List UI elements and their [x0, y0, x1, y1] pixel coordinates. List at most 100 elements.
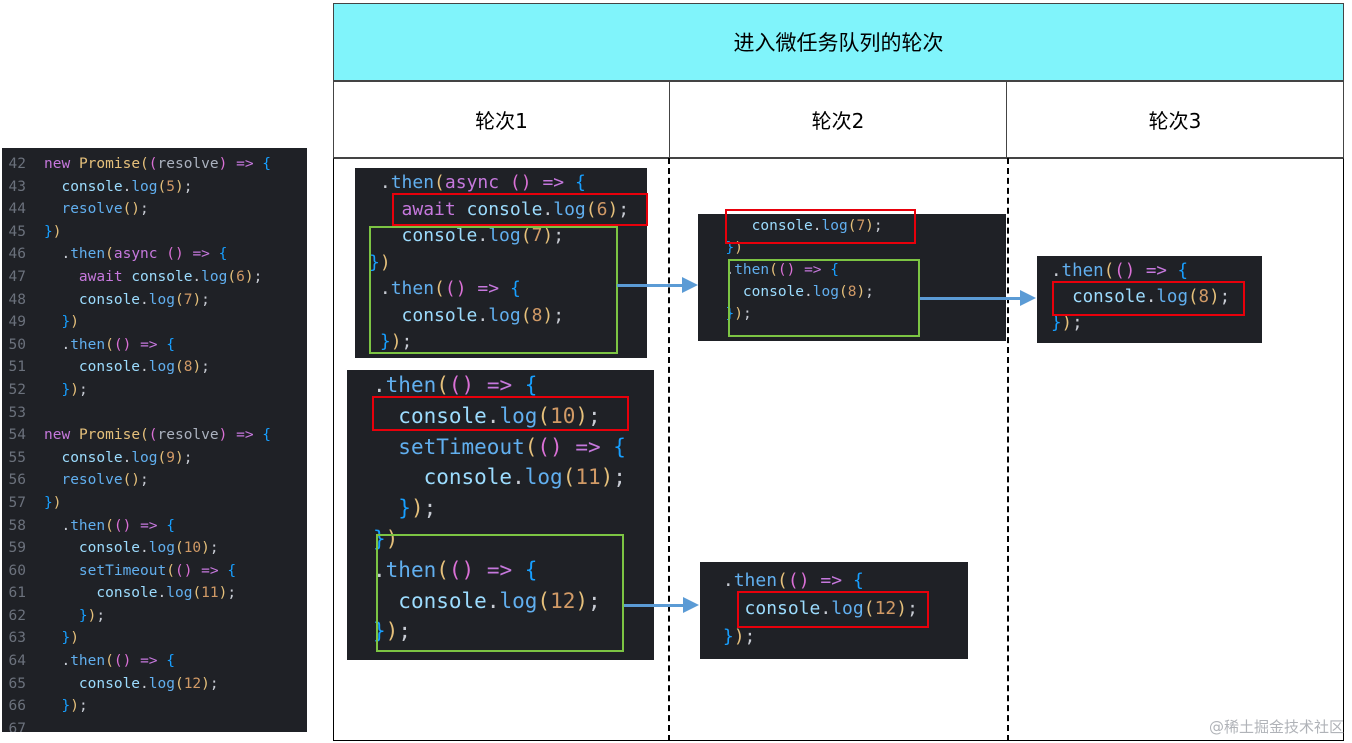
table-title-text: 进入微任务队列的轮次	[733, 31, 944, 55]
code-text: console.log(11);	[96, 585, 237, 602]
line-number: 49	[8, 314, 26, 331]
code-line: 43 console.log(5);	[2, 176, 307, 199]
round1-then-log12-group	[376, 534, 624, 652]
code-line: 48 console.log(7);	[2, 289, 307, 312]
code-line: .then(async () => {	[369, 172, 586, 193]
code-line: 66 });	[2, 695, 307, 718]
code-line: 61 console.log(11);	[2, 582, 307, 605]
code-text: console.log(5);	[61, 178, 193, 195]
code-line: 63 })	[2, 627, 307, 650]
round2-then-log8-group	[728, 259, 920, 337]
round1-snippet-a: .then(async () => { await console.log(6)…	[355, 168, 647, 358]
code-text: setTimeout(() => {	[78, 562, 237, 579]
code-line: 67	[2, 718, 307, 732]
round2-snippet-b: .then(() => { console.log(12); });	[700, 562, 968, 659]
code-text: console.log(9);	[61, 449, 193, 466]
code-line: .then(() => {	[369, 278, 521, 299]
code-line: 54 new Promise((resolve) => {	[2, 424, 307, 447]
line-number: 59	[8, 540, 26, 557]
code-text: .then(() => {	[44, 517, 175, 534]
code-line: console.log(10);	[398, 403, 601, 428]
round3-snippet: .then(() => { console.log(8);});	[1037, 256, 1262, 343]
code-line: 51 console.log(8);	[2, 356, 307, 379]
code-line: 60 setTimeout(() => {	[2, 560, 307, 583]
round2-log12-highlight	[737, 591, 929, 628]
code-line: 44 resolve();	[2, 198, 307, 221]
code-text: });	[78, 607, 106, 624]
code-text: .then(() => {	[44, 653, 175, 670]
code-text: console.log(12);	[78, 675, 219, 692]
code-text	[44, 721, 53, 732]
column-header-round2: 轮次2	[669, 81, 1007, 158]
code-text: })	[61, 314, 79, 331]
column-header-round1: 轮次1	[333, 81, 670, 158]
line-number: 65	[8, 675, 26, 692]
code-line: 46 .then(async () => {	[2, 243, 307, 266]
watermark: @稀土掘金技术社区	[1208, 718, 1344, 736]
line-number: 43	[8, 178, 26, 195]
arrow-round2-to-round3	[920, 290, 1036, 306]
code-line: });	[1051, 313, 1083, 333]
code-line: console.log(8);	[742, 284, 874, 300]
code-line: await console.log(6);	[401, 198, 630, 220]
round3-log8-highlight	[1052, 281, 1245, 316]
code-line: 55 console.log(9);	[2, 447, 307, 470]
code-line: 47 await console.log(6);	[2, 266, 307, 289]
line-number: 53	[8, 404, 26, 421]
line-number: 63	[8, 630, 26, 647]
code-line: })	[369, 251, 391, 273]
code-line: 58 .then(() => {	[2, 515, 307, 538]
code-line: console.log(12);	[398, 588, 601, 613]
code-text	[44, 405, 53, 421]
line-number: 47	[8, 268, 26, 285]
code-line: 53	[2, 402, 307, 425]
code-text: await console.log(6);	[78, 268, 263, 285]
arrow-round1-to-round2-bottom	[624, 597, 699, 613]
column-divider-1	[668, 158, 670, 741]
round1-snippet-b: .then(() => { console.log(10); setTimeou…	[347, 370, 654, 660]
line-number: 42	[8, 156, 26, 172]
line-number: 64	[8, 653, 26, 670]
code-line: .then(() => {	[373, 373, 538, 397]
line-number: 57	[8, 494, 26, 511]
line-number: 61	[8, 585, 26, 602]
line-number: 62	[8, 607, 26, 624]
table-title: 进入微任务队列的轮次	[333, 3, 1344, 81]
round1-await-log6-highlight	[392, 193, 648, 226]
line-number: 51	[8, 359, 26, 376]
code-line: console.log(12);	[744, 598, 918, 619]
code-line: 56 resolve();	[2, 469, 307, 492]
code-line: 49 })	[2, 311, 307, 334]
code-text: });	[61, 698, 88, 715]
line-number: 54	[8, 427, 26, 444]
line-number: 45	[8, 223, 26, 240]
line-number: 48	[8, 291, 26, 308]
code-line: 62 });	[2, 605, 307, 628]
line-number: 55	[8, 449, 26, 466]
line-number: 44	[8, 201, 26, 218]
code-text: })	[44, 494, 62, 511]
code-line: .then(() => {	[712, 570, 864, 591]
code-line: });	[398, 496, 437, 521]
code-text: console.log(7);	[78, 291, 210, 308]
column-divider-2	[1007, 158, 1009, 741]
code-line: })	[725, 240, 743, 256]
code-text: });	[61, 381, 88, 398]
code-line: });	[722, 626, 756, 647]
code-line: .then(() => {	[373, 557, 538, 582]
column-header-round3-text: 轮次3	[1148, 109, 1202, 133]
code-line: 50 .then(() => {	[2, 334, 307, 357]
code-line: .then(() => {	[1051, 261, 1189, 281]
code-text: resolve();	[61, 472, 149, 489]
column-header-round3: 轮次3	[1006, 81, 1344, 158]
code-text: console.log(10);	[78, 540, 219, 557]
round1-then-log8-group	[369, 226, 618, 354]
line-number: 50	[8, 336, 26, 353]
code-text: })	[61, 630, 79, 647]
code-line: 57})	[2, 492, 307, 515]
column-header-round2-text: 轮次2	[811, 109, 865, 133]
code-text: new Promise((resolve) => {	[44, 427, 272, 444]
code-text: })	[44, 223, 62, 240]
